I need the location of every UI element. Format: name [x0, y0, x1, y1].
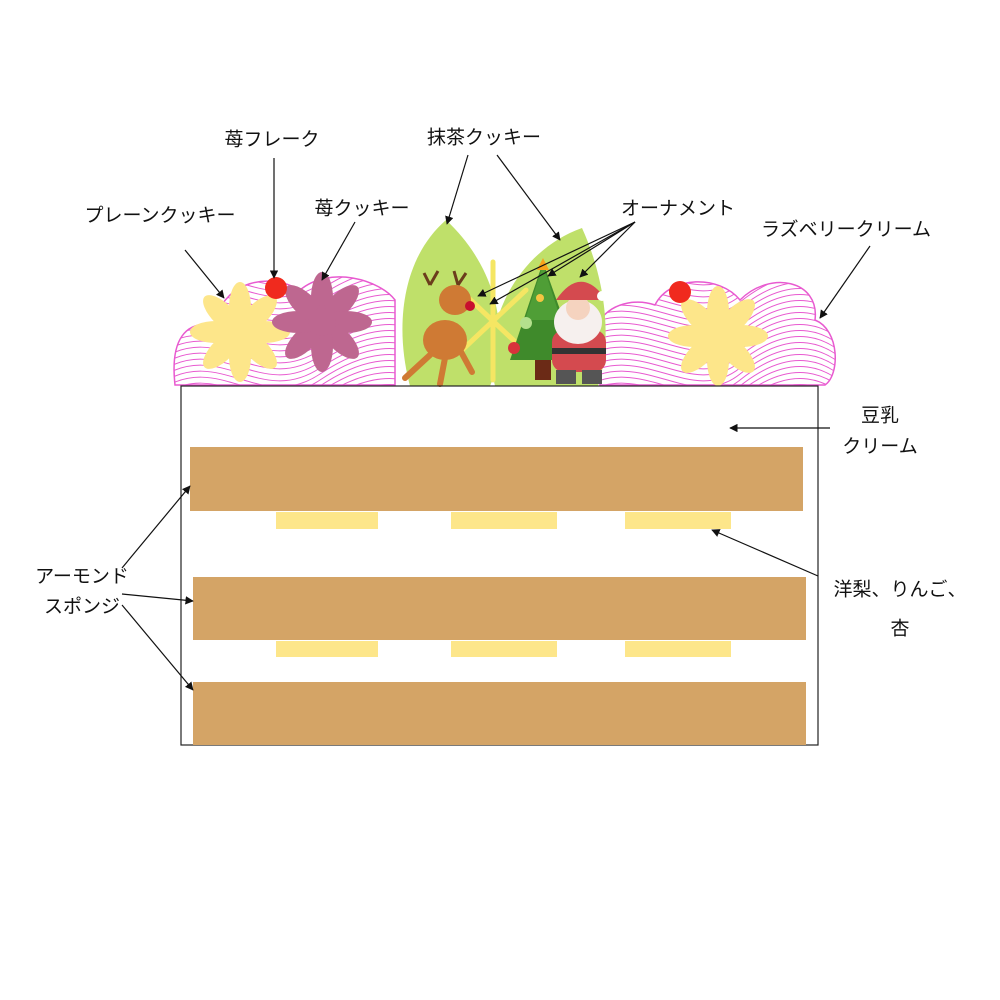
- strawberry-cookie: [272, 272, 372, 372]
- plain-cookie: [668, 286, 768, 386]
- label-sponge-line1: アーモンド: [35, 565, 129, 588]
- strawberry-flake: [265, 277, 287, 299]
- label-ornament: オーナメント: [620, 197, 736, 220]
- sponge-layer: [193, 577, 806, 640]
- santa-ornament: [552, 281, 607, 384]
- sponge-layer: [190, 447, 803, 511]
- label-plain-cookie: プレーンクッキー: [84, 204, 236, 227]
- label-fruit-line2: 杏: [890, 617, 910, 640]
- label-strawberry-cookie: 苺クッキー: [314, 197, 410, 220]
- fruit-pieces: [276, 512, 731, 657]
- label-strawberry-flake: 苺フレーク: [224, 128, 320, 151]
- strawberry-flake: [669, 281, 691, 303]
- label-fruit-line1: 洋梨、りんご、: [833, 578, 967, 601]
- plain-cookie: [190, 282, 290, 382]
- snowflake-ornament: [457, 259, 529, 383]
- reindeer-ornament: [402, 270, 475, 387]
- label-soy-cream-line2: クリーム: [842, 435, 918, 458]
- label-soy-cream-line1: 豆乳: [860, 404, 900, 427]
- sponge-layer: [193, 682, 806, 745]
- leader-arrows: [121, 154, 871, 691]
- label-raspberry-cream: ラズベリークリーム: [760, 218, 932, 241]
- label-sponge-line2: スポンジ: [43, 595, 121, 618]
- label-matcha-cookie: 抹茶クッキー: [426, 126, 542, 149]
